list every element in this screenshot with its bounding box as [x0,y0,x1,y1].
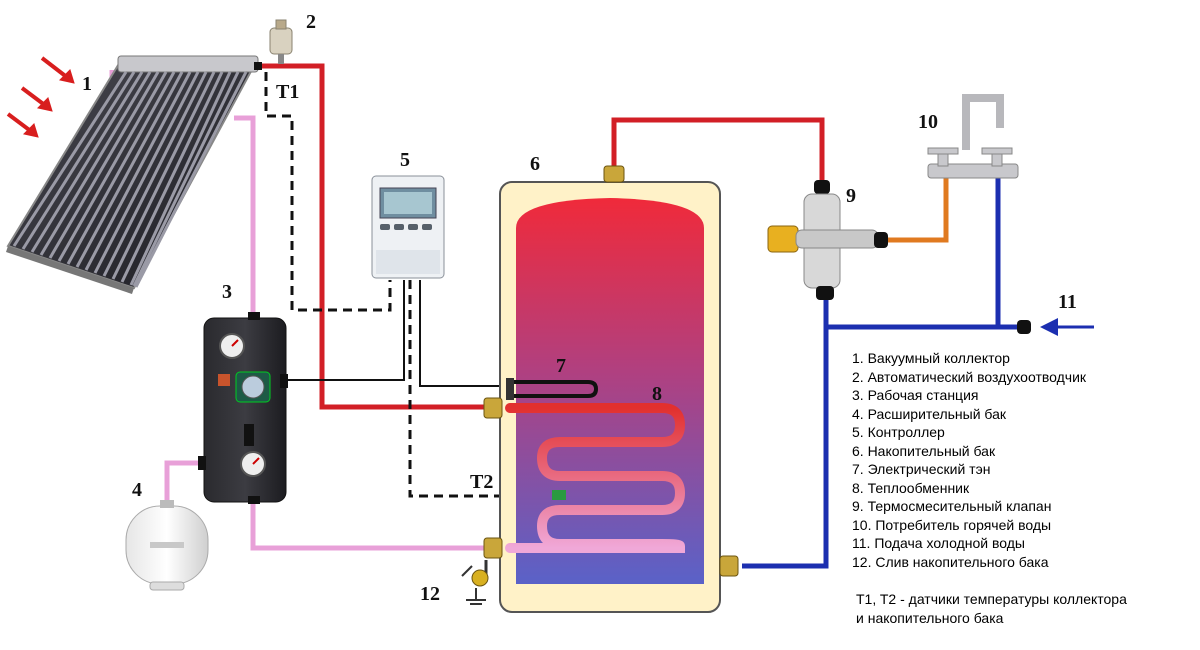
label-cold-inlet: 11 [1058,291,1077,313]
legend-item: 3. Рабочая станция [852,387,979,403]
tank-hot-out-pipe [611,117,825,186]
label-drain: 12 [420,583,440,605]
sunlight-arrows-icon [6,56,75,138]
pump-station [198,312,288,504]
label-controller: 5 [400,149,410,171]
label-expansion-tank: 4 [132,479,142,501]
label-heater: 7 [556,355,566,377]
legend-item: 7. Электрический тэн [852,461,991,477]
label-storage-tank: 6 [530,153,540,175]
controller-station-wire [286,280,405,381]
cold-inlet-arrow-icon [1040,318,1094,336]
label-heat-exchanger: 8 [652,383,662,405]
tank-top-fitting-icon [603,165,625,183]
sensor-note-line-2: и накопительного бака [856,610,1004,626]
sensor-note-line-1: T1, T2 - датчики температуры коллектора [856,591,1127,607]
label-mixing-valve: 9 [846,185,856,207]
label-collector: 1 [82,73,92,95]
storage-tank [499,181,721,613]
air-vent-icon [269,19,293,64]
mixed-water-pipe [882,170,949,243]
faucet-icon [927,94,1019,179]
controller-unit [371,175,445,279]
heat-exchanger-coil [505,403,686,553]
mixing-valve [767,180,888,300]
cold-water-pipe [742,300,829,569]
collector-flow-pipe [262,63,484,410]
legend-item: 1. Вакуумный коллектор [852,350,1010,366]
legend-item: 4. Расширительный бак [852,405,1007,422]
label-sensor-t2: T2 [470,471,493,493]
tank-cold-fitting-icon [719,555,739,577]
expansion-tank-pipe [164,460,203,505]
coil-inlet-fitting-icon [483,397,503,419]
legend-item: 5. Контроллер [852,424,945,440]
vacuum-collector [6,55,262,294]
component-legend: 1. Вакуумный коллектор 2. Автоматический… [852,349,1086,571]
sensor-t1-wire [264,72,392,312]
sensor-t2-wire [408,280,552,498]
sensor-t2-probe-icon [552,490,566,500]
label-pump-station: 3 [222,281,232,303]
legend-item: 12. Слив накопительного бака [852,553,1049,570]
cold-inlet-fitting-icon [1017,320,1031,334]
legend-item: 10. Потребитель горячей воды [852,516,1052,533]
legend-item: 8. Теплообменник [852,479,970,496]
label-sensor-t1: T1 [276,81,299,103]
collector-return-pipe [234,115,256,318]
label-air-vent: 2 [306,11,316,33]
sensor-note: T1, T2 - датчики температуры коллектора … [856,590,1127,628]
label-faucet: 10 [918,111,938,133]
expansion-tank [125,500,209,591]
electric-heater [506,378,599,400]
legend-item: 2. Автоматический воздухоотводчик [852,368,1087,385]
legend-item: 11. Подача холодной воды [852,535,1025,551]
station-return-pipe [250,500,484,551]
legend-item: 6. Накопительный бак [852,442,996,459]
legend-item: 9. Термосмесительный клапан [852,498,1052,514]
controller-heater-wire [419,280,512,387]
coil-outlet-fitting-icon [483,537,503,559]
drain-valve-icon [461,560,489,605]
